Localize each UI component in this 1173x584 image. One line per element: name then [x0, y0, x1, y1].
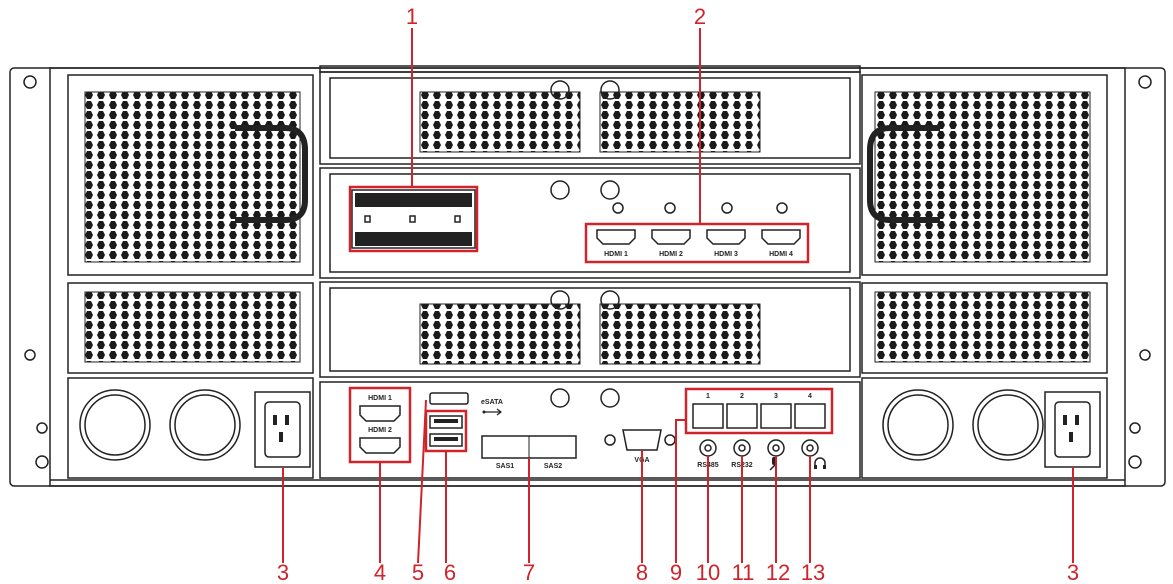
callout-1: 1	[406, 4, 418, 29]
callout-13: 13	[801, 560, 825, 584]
leader-lines	[282, 28, 1074, 564]
callout-11: 11	[732, 560, 755, 584]
lan-label-2: 2	[740, 393, 744, 400]
hdmi-main-port-1	[359, 405, 401, 422]
hdmi-output-label-2: HDMI 2	[659, 251, 683, 258]
audio-in-port	[767, 439, 785, 457]
callout-9: 9	[670, 560, 682, 584]
usb-port-1	[429, 415, 463, 429]
lan-label-1: 1	[706, 393, 710, 400]
callout-3-left: 3	[277, 560, 289, 584]
chassis	[9, 65, 1166, 487]
hdmi-output-label-1: HDMI 1	[604, 251, 628, 258]
lan-port-3	[760, 403, 792, 429]
hdmi-output-label-3: HDMI 3	[714, 251, 738, 258]
lan-port-2	[726, 403, 758, 429]
callout-7: 7	[523, 560, 535, 584]
hdmi-output-label-4: HDMI 4	[769, 251, 793, 258]
hdmi-output-port-1	[596, 229, 636, 245]
sas2-label: SAS2	[544, 463, 562, 470]
callout-10: 10	[696, 560, 720, 584]
center-slot-1	[319, 71, 861, 165]
usb-icon	[482, 408, 502, 416]
sas1-label: SAS1	[496, 463, 514, 470]
callout-8: 8	[636, 560, 648, 584]
hdmi-main-label-2: HDMI 2	[368, 427, 392, 434]
esata-label: eSATA	[481, 399, 503, 406]
sas-ports: SAS1 SAS2	[481, 435, 577, 470]
lan-label-3: 3	[774, 393, 778, 400]
highlight-network	[684, 387, 834, 435]
esata-port: eSATA	[429, 392, 503, 406]
center-slot-2-io-card	[319, 167, 861, 279]
highlight-usb	[424, 409, 468, 453]
rack-ear-holes	[23, 75, 1152, 469]
callout-numbers: 1 2 3 4 5 6 7 8 9 10 11 12 13 3	[277, 4, 1079, 584]
usb-port-2	[429, 433, 463, 447]
hdmi-main-port-2	[359, 437, 401, 454]
callout-12: 12	[766, 560, 790, 584]
hdmi-output-port-4	[761, 229, 801, 245]
hdmi-main-label-1: HDMI 1	[368, 395, 392, 402]
callout-4: 4	[374, 560, 386, 584]
usb-port-group	[429, 415, 463, 447]
callout-6: 6	[444, 560, 456, 584]
hdmi-output-port-3	[706, 229, 746, 245]
hdmi-output-port-2	[651, 229, 691, 245]
callout-3-right: 3	[1067, 560, 1079, 584]
left-power-inlet	[254, 391, 311, 468]
callout-5: 5	[412, 560, 424, 584]
headphone-icon	[814, 457, 826, 469]
center-slot-3	[319, 281, 861, 378]
alarm-terminal-block	[351, 189, 476, 249]
center-slot-4-mainboard	[319, 381, 861, 479]
hdmi-main-group: HDMI 1 HDMI 2	[359, 395, 401, 454]
left-psu-module	[67, 74, 314, 479]
right-psu-module	[861, 74, 1108, 479]
callout-2: 2	[694, 4, 706, 29]
audio-out-port	[801, 439, 819, 457]
hdmi-output-group: HDMI 1 HDMI 2 HDMI 3 HDMI 4	[596, 229, 801, 258]
highlight-hdmi-outputs	[584, 222, 810, 264]
lan-port-1	[692, 403, 724, 429]
lan-port-4	[794, 403, 826, 429]
highlight-alarm-block	[348, 185, 479, 253]
vga-port: VGA	[604, 429, 676, 464]
lan-label-4: 4	[808, 393, 812, 400]
network-port-group: 1 2 3 4	[692, 393, 826, 429]
right-power-inlet	[1044, 391, 1101, 468]
